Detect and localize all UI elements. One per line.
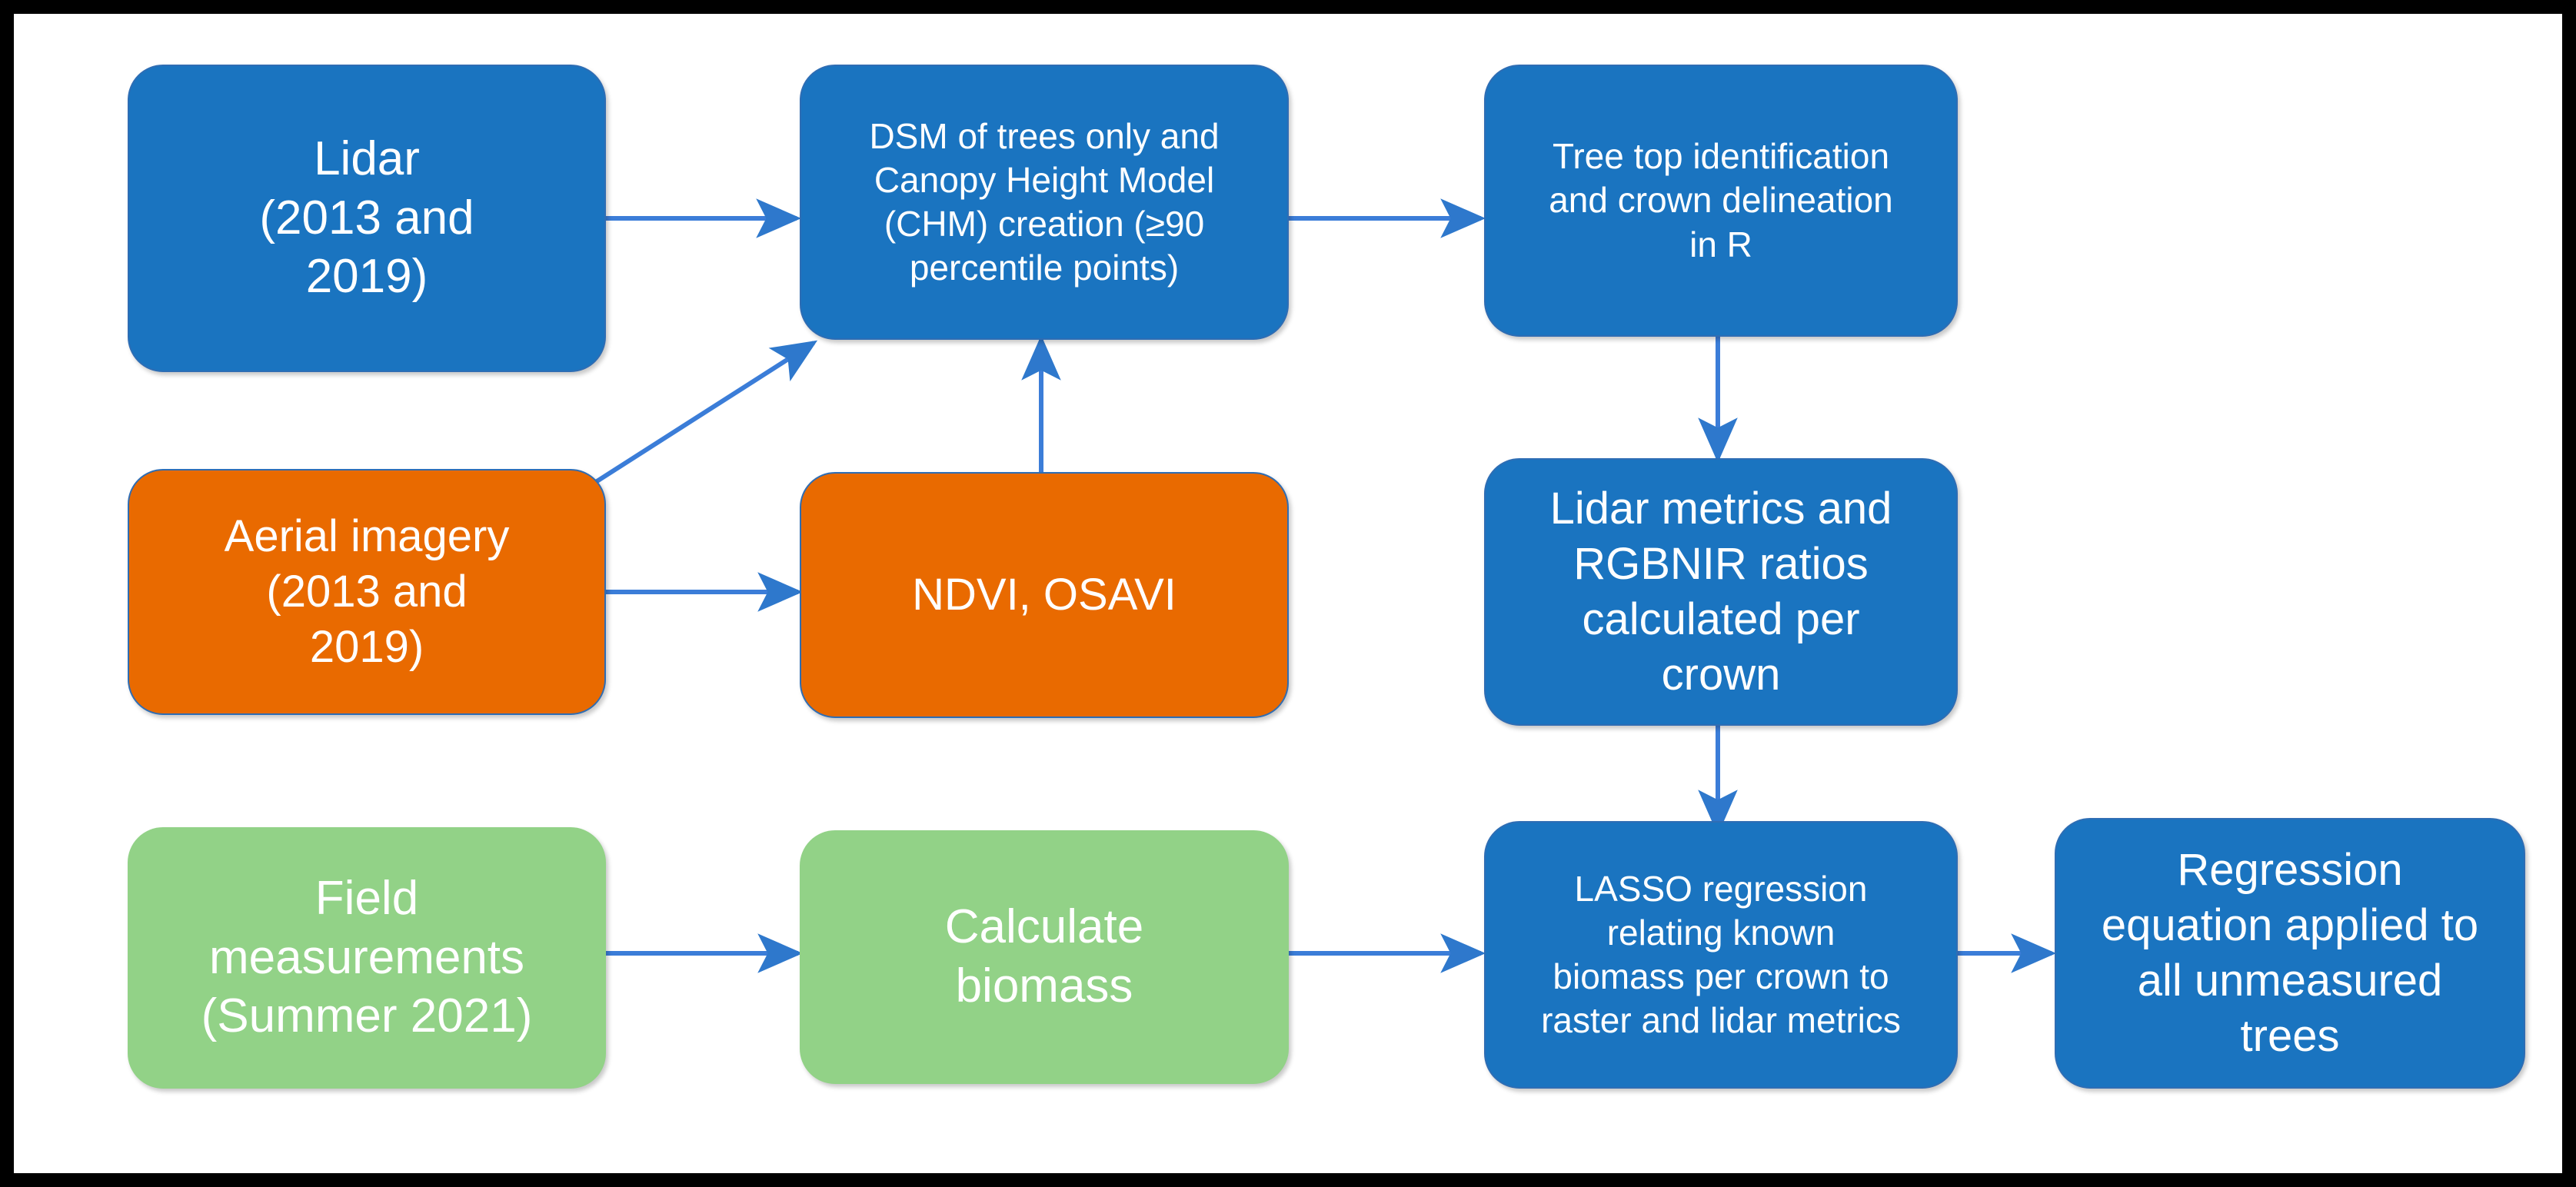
node-lidar-label: Lidar (2013 and 2019) xyxy=(259,131,474,304)
node-lidar-metrics[interactable]: Lidar metrics and RGBNIR ratios calculat… xyxy=(1484,458,1958,726)
node-calculate-biomass[interactable]: Calculate biomass xyxy=(800,830,1289,1084)
node-regression-applied[interactable]: Regression equation applied to all unmea… xyxy=(2055,818,2525,1089)
node-dsm-chm-label: DSM of trees only and Canopy Height Mode… xyxy=(869,115,1220,288)
node-treetop[interactable]: Tree top identification and crown deline… xyxy=(1484,65,1958,337)
node-lidar[interactable]: Lidar (2013 and 2019) xyxy=(128,65,606,372)
flowchart-canvas: Lidar (2013 and 2019) DSM of trees only … xyxy=(14,14,2562,1173)
node-regression-applied-label: Regression equation applied to all unmea… xyxy=(2101,845,2479,1061)
node-dsm-chm[interactable]: DSM of trees only and Canopy Height Mode… xyxy=(800,65,1289,340)
node-treetop-label: Tree top identification and crown deline… xyxy=(1549,136,1893,264)
node-aerial-imagery-label: Aerial imagery (2013 and 2019) xyxy=(224,511,510,672)
node-field-measurements-label: Field measurements (Summer 2021) xyxy=(201,871,533,1043)
node-aerial-imagery[interactable]: Aerial imagery (2013 and 2019) xyxy=(128,469,606,715)
node-lidar-metrics-label: Lidar metrics and RGBNIR ratios calculat… xyxy=(1549,484,1892,700)
node-lasso-regression-label: LASSO regression relating known biomass … xyxy=(1541,868,1901,1041)
node-calculate-biomass-label: Calculate biomass xyxy=(944,900,1144,1012)
node-ndvi-osavi-label: NDVI, OSAVI xyxy=(912,570,1177,620)
node-field-measurements[interactable]: Field measurements (Summer 2021) xyxy=(128,827,606,1089)
node-lasso-regression[interactable]: LASSO regression relating known biomass … xyxy=(1484,821,1958,1089)
node-ndvi-osavi[interactable]: NDVI, OSAVI xyxy=(800,472,1289,718)
edge-aerial-to-dsm xyxy=(591,340,818,487)
edge-layer xyxy=(591,198,2057,973)
